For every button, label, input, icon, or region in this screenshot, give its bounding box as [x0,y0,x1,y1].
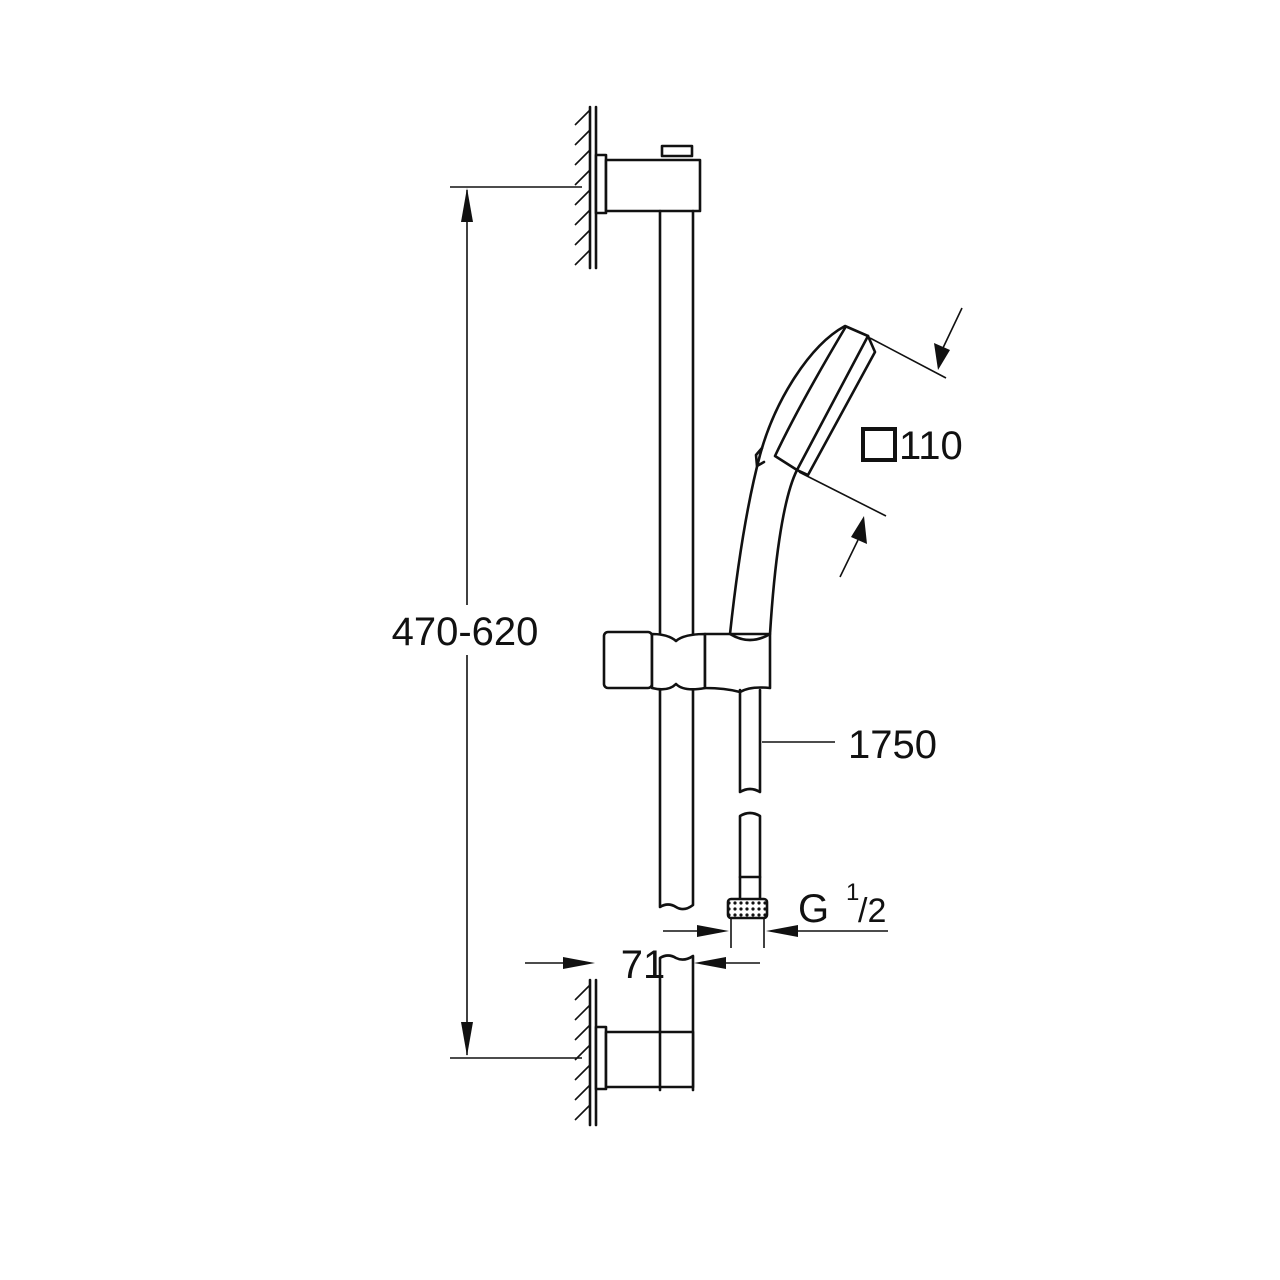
dimension-wall-projection [525,957,760,1090]
square-symbol-icon [861,427,897,462]
bottom-wall-bracket [594,1025,695,1091]
dimension-bracket-spacing [372,186,582,1059]
hand-shower [728,324,877,636]
head-size-label: 110 [899,424,963,468]
thread-fraction-numerator: 1 [846,879,859,906]
wall-projection-label: 71 [621,943,666,987]
rail-lower [658,954,695,1092]
dimension-thread [663,925,888,937]
rail-upper [658,209,695,911]
hose-nut [726,897,769,920]
dimension-head-size [798,307,963,578]
slider-holder [602,630,772,694]
bottom-wall-hatch [574,978,598,1127]
hose [726,688,769,948]
thread-label: G [798,887,829,931]
top-wall-hatch [574,105,598,270]
top-wall-bracket [594,144,702,215]
hose-length-label: 1750 [848,723,937,767]
bracket-spacing-label: 470-620 [392,610,539,654]
thread-fraction-denominator: /2 [858,892,886,930]
